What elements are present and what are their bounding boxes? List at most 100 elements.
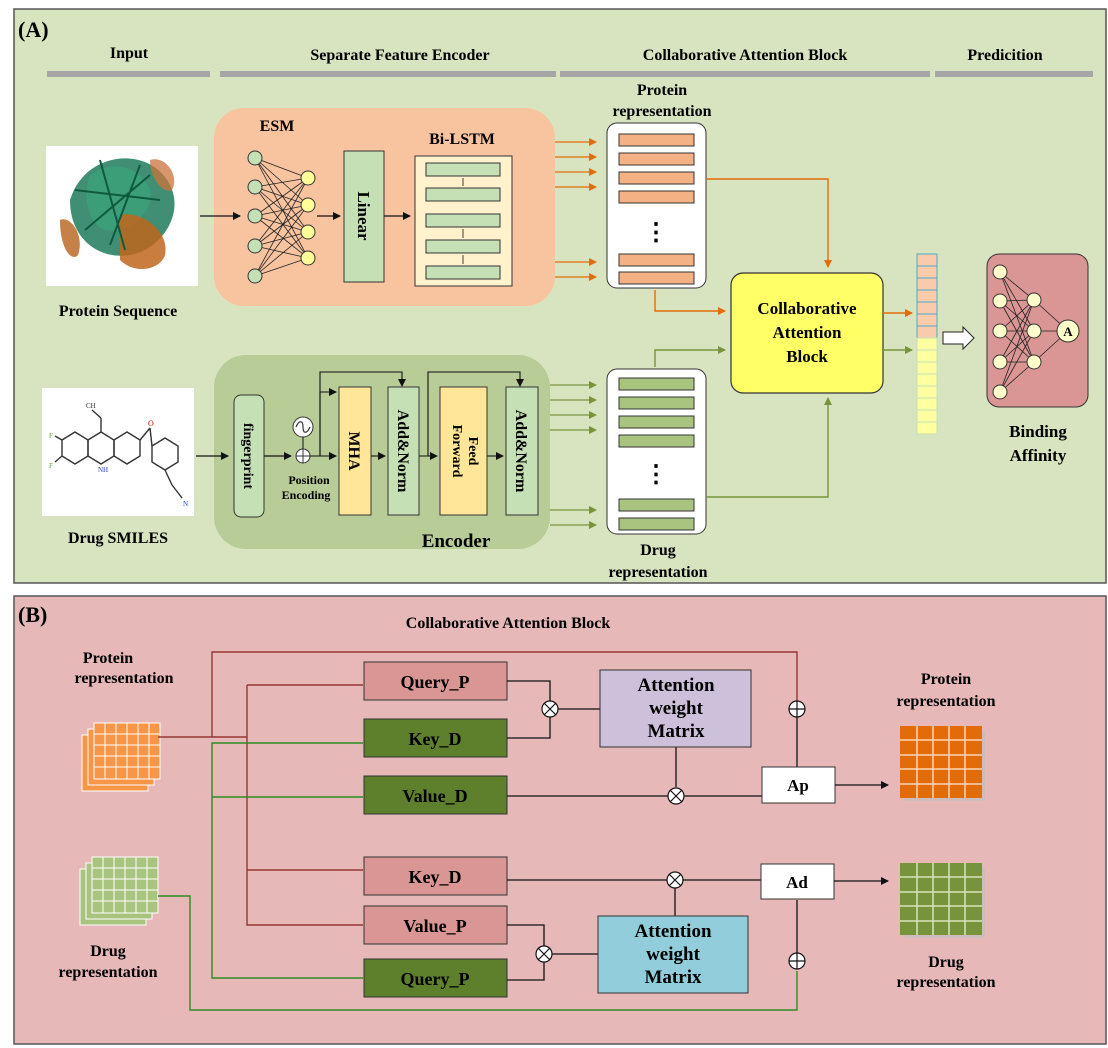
protein-sequence-caption: Protein Sequence xyxy=(59,303,177,320)
drug-repr-card xyxy=(606,368,707,535)
svg-text:NH: NH xyxy=(98,466,108,474)
panel-a-tag: (A) xyxy=(18,17,49,42)
bilstm-label: Bi-LSTM xyxy=(429,131,495,148)
add-norm-1-label: Add&Norm xyxy=(394,410,411,493)
attention-bottom-label-2: weight xyxy=(646,944,701,965)
header-underline xyxy=(935,71,1093,77)
cab-box-label-2: Attention xyxy=(773,323,842,342)
esm-network-edges xyxy=(254,157,309,277)
protein-repr-title-2: representation xyxy=(613,103,712,120)
protein-structure-image xyxy=(46,146,198,286)
feed-forward-block xyxy=(439,386,488,516)
drug-to-cab-arrows xyxy=(654,346,913,498)
header-input: Input xyxy=(110,45,149,62)
ad-label: Ad xyxy=(786,873,808,892)
linear-label: Linear xyxy=(354,191,373,241)
drug-output-title-1: Drug xyxy=(928,954,964,971)
attention-connectors xyxy=(507,680,798,981)
protein-feature-arrows xyxy=(555,138,597,281)
concatenated-vector xyxy=(916,253,938,435)
output-node-label: A xyxy=(1063,324,1073,339)
esm-label: ESM xyxy=(260,118,295,135)
protein-repr-bars xyxy=(618,133,695,285)
query-p-top-label: Query_P xyxy=(401,672,470,692)
position-encoding-label-2: Encoding xyxy=(282,488,331,502)
attention-top-label-2: weight xyxy=(649,698,704,719)
protein-input-grid xyxy=(81,722,161,792)
panel-b: (B) Collaborative Attention Block Protei… xyxy=(13,595,1107,1045)
svg-text:F: F xyxy=(49,432,53,440)
panel-b-title: Collaborative Attention Block xyxy=(406,615,611,632)
drug-input-grid xyxy=(79,856,159,926)
oplus-operators xyxy=(788,700,806,970)
header-prediction: Predicition xyxy=(967,47,1042,64)
protein-repr-title-1: Protein xyxy=(637,82,687,99)
position-encoding-icon xyxy=(292,416,314,449)
protein-output-title-2: representation xyxy=(897,693,996,710)
drug-repr-title-1: Drug xyxy=(640,542,676,559)
prediction-network-nodes xyxy=(992,264,1080,400)
mha-block xyxy=(338,386,372,516)
cab-box-label-3: Block xyxy=(786,347,828,366)
svg-text:N: N xyxy=(183,500,188,508)
attention-bottom-label-1: Attention xyxy=(634,921,711,942)
key-d-bottom-box xyxy=(363,856,508,896)
header-encoder: Separate Feature Encoder xyxy=(310,47,489,64)
protein-to-cab-arrows xyxy=(654,178,913,317)
key-d-bottom-label: Key_D xyxy=(409,867,462,887)
key-d-top-label: Key_D xyxy=(409,729,462,749)
value-p-label: Value_P xyxy=(403,916,466,936)
add-icon xyxy=(295,448,311,464)
protein-repr-ellipsis: ⋮ xyxy=(644,220,668,246)
drug-output-title-2: representation xyxy=(897,974,996,991)
query-p-bottom-box xyxy=(363,958,508,998)
esm-input-nodes xyxy=(247,150,263,284)
encoder-connections xyxy=(310,371,524,460)
fingerprint-label: fingerprint xyxy=(240,423,255,489)
cab-box-label-1: Collaborative xyxy=(757,299,857,318)
drug-routing-lines xyxy=(158,742,798,1011)
protein-input-title-1: Protein xyxy=(83,650,133,667)
svg-text:F: F xyxy=(49,462,53,470)
header-underline xyxy=(560,71,930,77)
binding-affinity-label-2: Affinity xyxy=(1010,446,1067,465)
binding-affinity-label-1: Binding xyxy=(1009,422,1067,441)
protein-input-title-2: representation xyxy=(75,670,174,687)
otimes-operators xyxy=(535,700,685,963)
panel-a: (A) Input Separate Feature Encoder Colla… xyxy=(13,8,1107,584)
value-d-box xyxy=(363,775,508,815)
attention-matrix-top xyxy=(599,669,752,748)
cab-box xyxy=(730,272,884,394)
attention-matrix-bottom xyxy=(597,915,749,994)
protein-output-title-1: Protein xyxy=(921,671,971,688)
esm-output-nodes xyxy=(300,170,316,266)
query-p-bottom-label: Query_P xyxy=(401,969,470,989)
mha-label: MHA xyxy=(345,431,362,471)
panel-b-tag: (B) xyxy=(18,602,47,627)
attention-top-label-1: Attention xyxy=(637,675,714,696)
bilstm-cells xyxy=(425,162,501,280)
feed-forward-label-2: Forward xyxy=(449,425,464,478)
key-d-top-box xyxy=(363,718,508,758)
drug-repr-ellipsis: ⋮ xyxy=(644,462,668,488)
drug-repr-bars xyxy=(618,377,695,531)
drug-input-title-1: Drug xyxy=(90,943,126,960)
encoder-label: Encoder xyxy=(422,531,491,552)
drug-molecule-image: O NH N F F CH xyxy=(42,388,194,516)
add-norm-2-label: Add&Norm xyxy=(512,410,529,493)
svg-text:CH: CH xyxy=(86,402,96,410)
protein-output-grid xyxy=(900,726,985,801)
header-underline xyxy=(220,71,556,77)
attention-top-label-3: Matrix xyxy=(648,721,705,742)
header-cab: Collaborative Attention Block xyxy=(643,47,848,64)
add-norm-1-block xyxy=(387,386,420,516)
attention-bottom-label-3: Matrix xyxy=(645,967,702,988)
header-underline xyxy=(47,71,210,77)
feed-forward-label-1: Feed xyxy=(465,437,480,466)
drug-output-grid xyxy=(900,863,985,938)
protein-routing-lines xyxy=(158,651,798,926)
header-underlines xyxy=(47,71,1093,77)
ad-box xyxy=(760,863,835,900)
linear-layer xyxy=(343,150,385,283)
